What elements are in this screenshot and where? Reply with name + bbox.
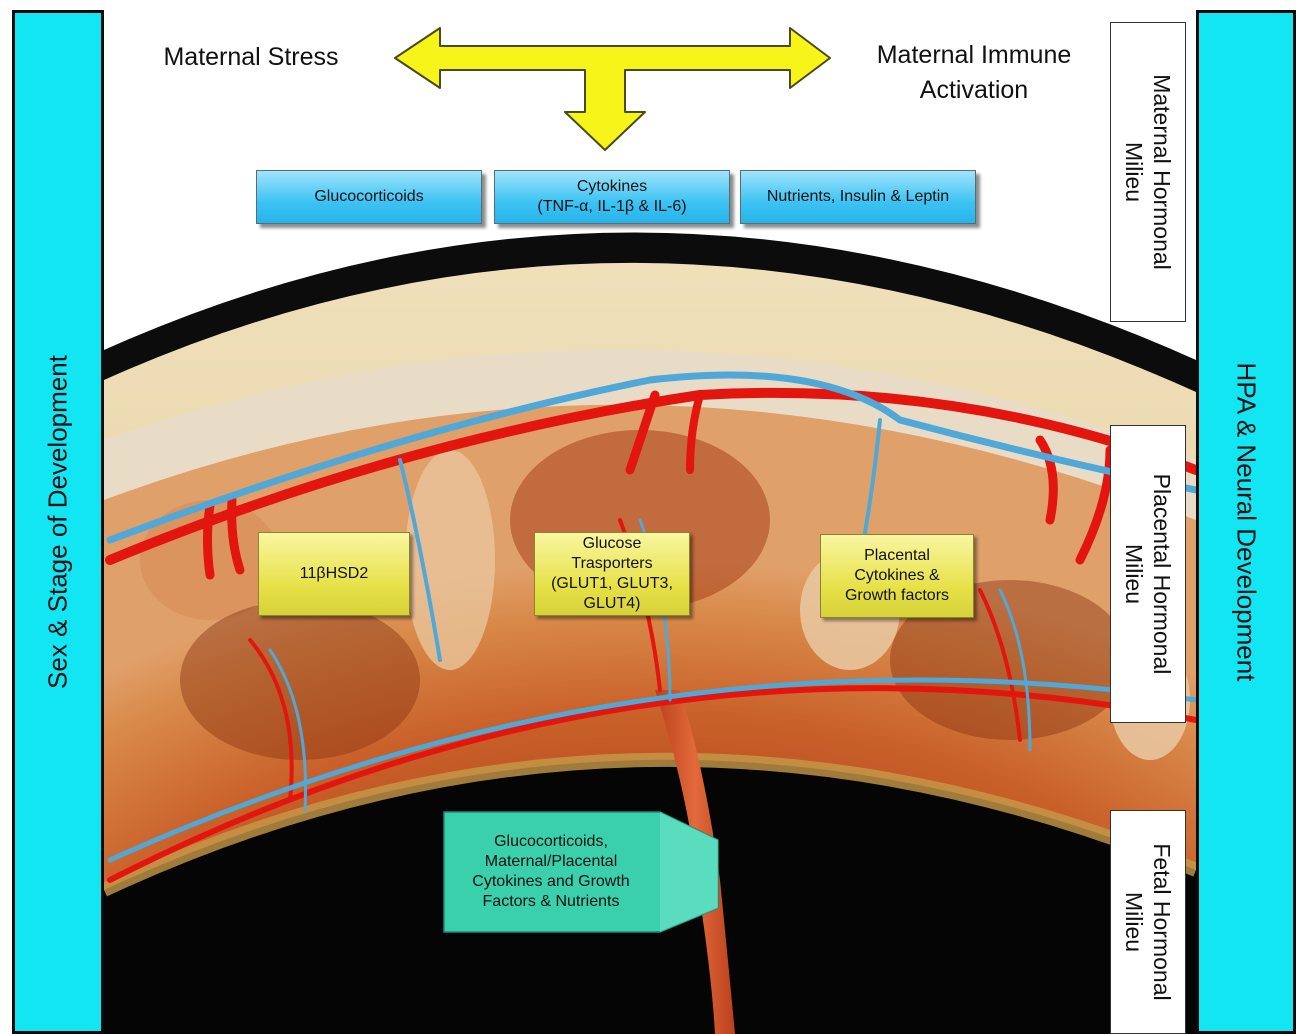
fetal-milieu-label: Fetal Hormonal Milieu: [1120, 843, 1176, 1000]
cytokines-label: Cytokines (TNF-α, IL-1β & IL-6): [537, 177, 686, 217]
placental-milieu-label: Placental Hormonal Milieu: [1120, 474, 1176, 675]
maternal-milieu-box: Maternal Hormonal Milieu: [1110, 22, 1186, 322]
hsd2-box: 11βHSD2: [258, 532, 410, 616]
fetal-factors-label: Glucocorticoids, Maternal/Placental Cyto…: [444, 812, 658, 932]
stress-immune-arrow: [395, 28, 830, 150]
glucose-transporters-box: Glucose Trasporters (GLUT1, GLUT3, GLUT4…: [534, 532, 690, 616]
glucose-transporters-label: Glucose Trasporters (GLUT1, GLUT3, GLUT4…: [551, 534, 673, 614]
nutrients-label: Nutrients, Insulin & Leptin: [767, 187, 949, 207]
sex-stage-label: Sex & Stage of Development: [43, 355, 74, 689]
maternal-milieu-label: Maternal Hormonal Milieu: [1120, 74, 1176, 270]
glucocorticoids-box: Glucocorticoids: [256, 170, 482, 224]
nutrients-box: Nutrients, Insulin & Leptin: [740, 170, 976, 224]
glucocorticoids-label: Glucocorticoids: [314, 187, 423, 207]
fetal-milieu-box: Fetal Hormonal Milieu: [1110, 810, 1186, 1034]
placental-milieu-box: Placental Hormonal Milieu: [1110, 425, 1186, 723]
maternal-immune-label: Maternal Immune Activation: [846, 38, 1102, 108]
sex-stage-sidebar: Sex & Stage of Development: [12, 10, 104, 1034]
tissue-lobe: [180, 600, 420, 760]
placental-cytokines-box: Placental Cytokines & Growth factors: [820, 534, 974, 618]
placental-cytokines-label: Placental Cytokines & Growth factors: [845, 546, 949, 606]
tissue-lobe: [405, 450, 495, 670]
hpa-neural-sidebar: HPA & Neural Development: [1196, 10, 1296, 1034]
hpa-neural-label: HPA & Neural Development: [1231, 363, 1262, 682]
hsd2-label: 11βHSD2: [300, 564, 369, 584]
maternal-stress-label: Maternal Stress: [136, 40, 366, 75]
cytokines-box: Cytokines (TNF-α, IL-1β & IL-6): [494, 170, 730, 224]
